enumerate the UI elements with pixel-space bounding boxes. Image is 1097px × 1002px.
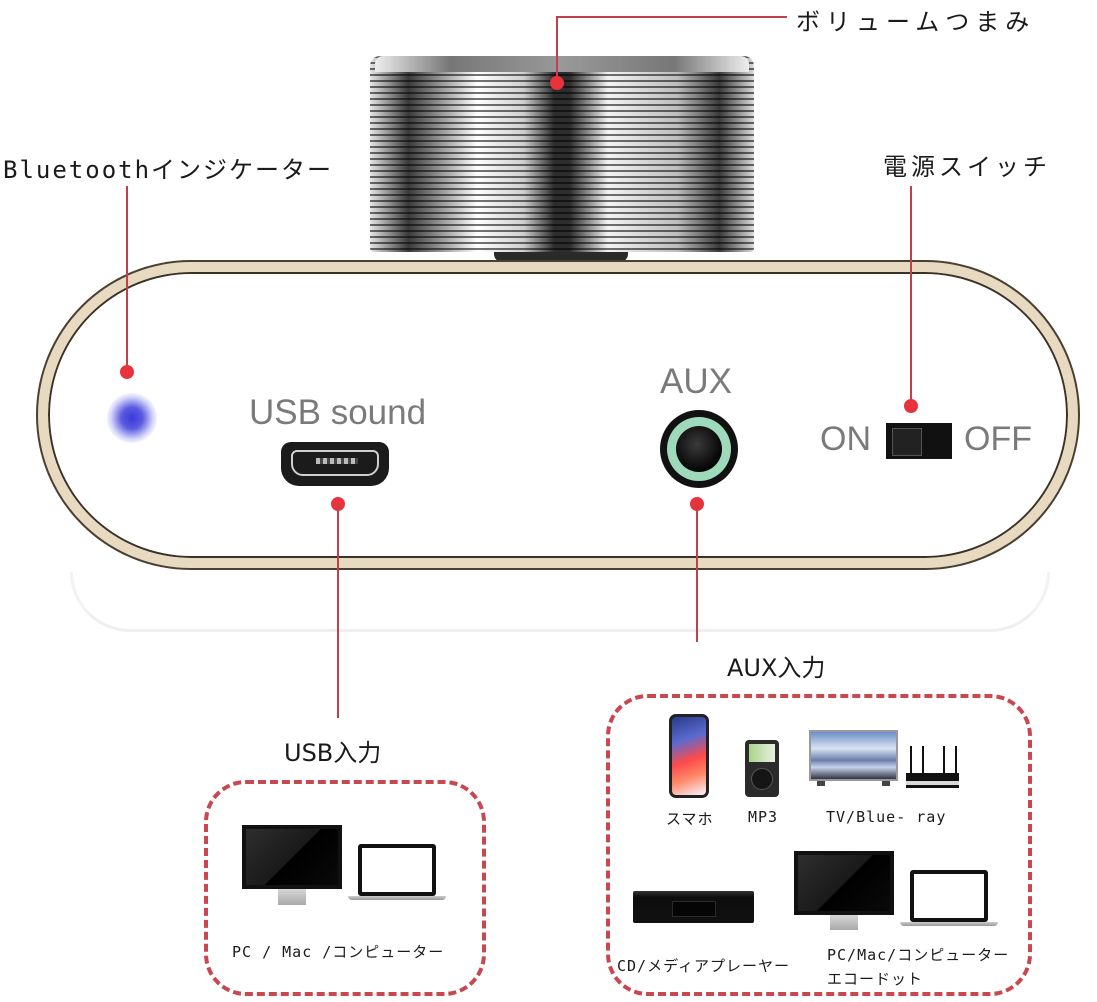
device-label-tv: TV/Blue- ray <box>826 808 947 826</box>
volume-knob-base <box>494 252 628 262</box>
tv-leg-right <box>882 781 890 786</box>
volume-knob-top <box>375 56 749 72</box>
aux-input-leader <box>696 504 698 642</box>
laptop-icon <box>910 870 988 922</box>
router-antenna <box>943 746 945 774</box>
device-reflection <box>70 572 1050 632</box>
router-antenna <box>922 746 924 774</box>
bluetooth-indicator-label: Bluetoothインジケーター <box>3 156 334 184</box>
switch-on-label: ON <box>820 420 871 458</box>
power-switch-slider <box>892 428 922 456</box>
mp3-player-wheel <box>751 768 773 790</box>
router-antenna <box>910 746 912 774</box>
bluray-router-icon <box>906 773 959 788</box>
bluetooth-marker <box>120 365 134 379</box>
usb-devices-label: PC / Mac /コンピューター <box>232 943 445 961</box>
computer-monitor-stand <box>830 915 858 930</box>
volume-knob[interactable] <box>370 56 754 252</box>
micro-usb-port-inner <box>291 450 379 476</box>
amplifier-front-panel <box>38 262 1078 568</box>
laptop-icon <box>358 844 436 896</box>
device-label-mp3: MP3 <box>748 808 779 826</box>
power-switch-label: 電源スイッチ <box>883 153 1051 181</box>
desktop-monitor-stand <box>278 889 306 905</box>
computer-icon <box>794 851 894 915</box>
aux-label: AUX <box>660 362 732 401</box>
tv-icon <box>809 730 898 781</box>
switch-off-label: OFF <box>964 420 1032 458</box>
power-switch-marker <box>904 399 918 413</box>
desktop-monitor-icon <box>242 825 342 889</box>
smartphone-icon <box>669 714 709 798</box>
micro-usb-pins <box>316 458 358 464</box>
usb-devices-box <box>204 780 486 996</box>
laptop-base <box>348 896 446 900</box>
power-switch-leader <box>910 186 912 404</box>
aux-input-label: AUX入力 <box>727 654 826 682</box>
device-label-computer: PC/Mac/コンピューター <box>827 946 1010 964</box>
volume-knob-leader-h <box>557 16 787 18</box>
usb-input-leader <box>337 504 339 718</box>
device-label-cd-player: CD/メディアプレーヤー <box>617 957 791 975</box>
usb-sound-label: USB sound <box>249 393 427 432</box>
laptop-base <box>900 922 998 926</box>
device-label-echo-dot: エコードット <box>827 970 924 988</box>
usb-input-label: USB入力 <box>284 739 382 767</box>
aux-devices-box <box>606 694 1032 996</box>
volume-knob-leader-v <box>556 16 558 78</box>
volume-knob-label: ボリュームつまみ <box>796 8 1036 36</box>
bluetooth-leader <box>126 186 128 370</box>
volume-knob-marker <box>550 76 564 90</box>
device-label-smartphone: スマホ <box>666 810 714 828</box>
aux-jack-hole <box>676 426 722 472</box>
mp3-player-screen <box>749 744 775 762</box>
tv-leg-left <box>817 781 825 786</box>
bluetooth-led-icon <box>107 393 157 443</box>
router-antenna <box>955 746 957 774</box>
cd-player-display <box>672 901 716 917</box>
